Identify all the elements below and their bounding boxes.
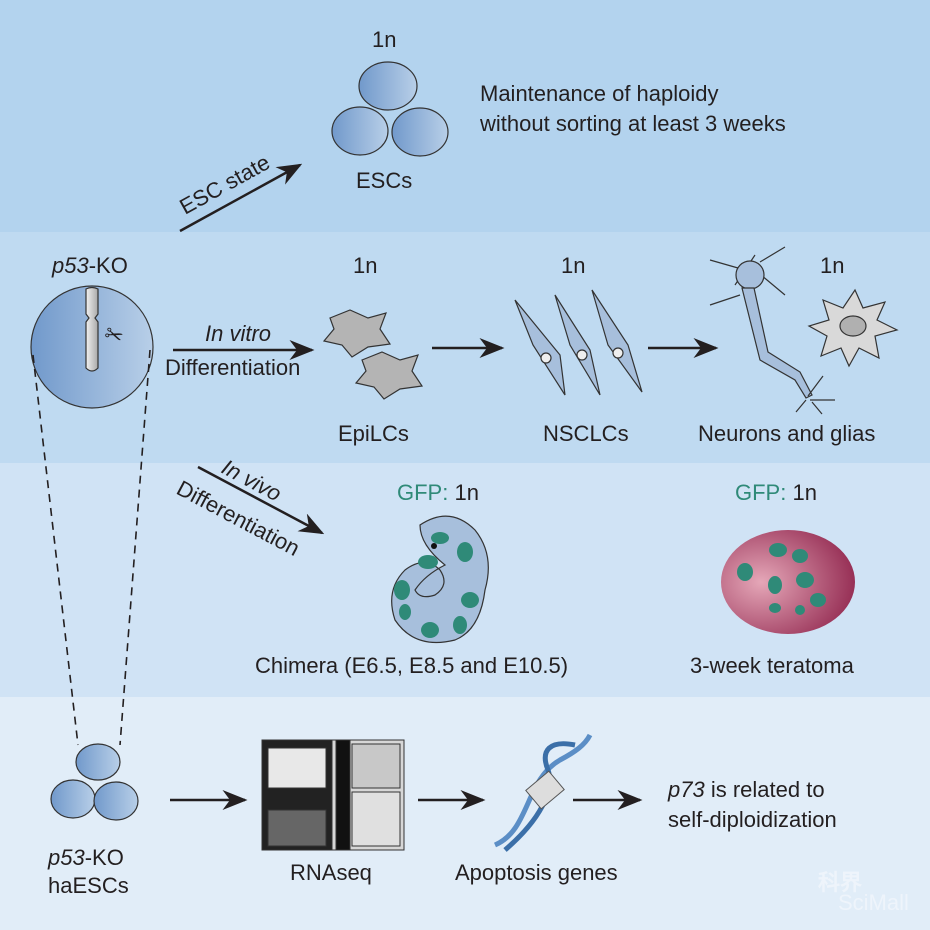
neurons-label: Neurons and glias <box>698 421 875 446</box>
rnaseq-label: RNAseq <box>290 860 372 885</box>
neuron-ploidy: 1n <box>820 253 844 278</box>
esc-cells <box>331 61 449 157</box>
chimera-embryo-icon <box>391 515 489 644</box>
esc-note-1: Maintenance of haploidy <box>480 81 719 106</box>
band-esc <box>0 0 930 232</box>
sequencer-icon <box>261 739 405 851</box>
epilc-ploidy: 1n <box>353 253 377 278</box>
p53-ko-label: p53-KO <box>51 253 128 278</box>
haesc-gene-label: p53-KO <box>47 845 124 870</box>
teratoma-icon <box>721 530 855 634</box>
teratoma-label: 3-week teratoma <box>690 653 855 678</box>
nsclc-cells <box>514 289 643 396</box>
haesc-label: haESCs <box>48 873 129 898</box>
esc-note-2: without sorting at least 3 weeks <box>479 111 786 136</box>
haesc-cells <box>50 743 139 821</box>
chimera-gfp: GFP: 1n <box>397 480 479 505</box>
watermark-logo: 科界 <box>818 870 862 896</box>
esc-label: ESCs <box>356 168 412 193</box>
glia-icon <box>807 288 899 368</box>
neuron-icon <box>709 246 835 415</box>
watermark-sub: SciMall <box>838 890 909 915</box>
invivo-arrow <box>197 465 325 535</box>
esc-ploidy: 1n <box>372 27 396 52</box>
band-bottom <box>0 697 930 930</box>
nsclc-ploidy: 1n <box>561 253 585 278</box>
esc-arrow <box>179 163 303 233</box>
invitro-arrow-label-italic: In vitro <box>205 321 271 346</box>
chimera-label: Chimera (E6.5, E8.5 and E10.5) <box>255 653 568 678</box>
zoom-dashed-lines <box>32 349 151 746</box>
result-line-2: self-diploidization <box>668 807 837 832</box>
dna-helix-icon <box>493 733 593 852</box>
nsclc-label: NSCLCs <box>543 421 629 446</box>
chromosome-icon <box>85 286 99 372</box>
epilc-label: EpiLCs <box>338 421 409 446</box>
result-line-1: p73 is related to <box>667 777 825 802</box>
invitro-arrow-label: Differentiation <box>165 355 300 380</box>
epilc-cells <box>322 309 424 400</box>
apoptosis-label: Apoptosis genes <box>455 860 618 885</box>
teratoma-gfp: GFP: 1n <box>735 480 817 505</box>
